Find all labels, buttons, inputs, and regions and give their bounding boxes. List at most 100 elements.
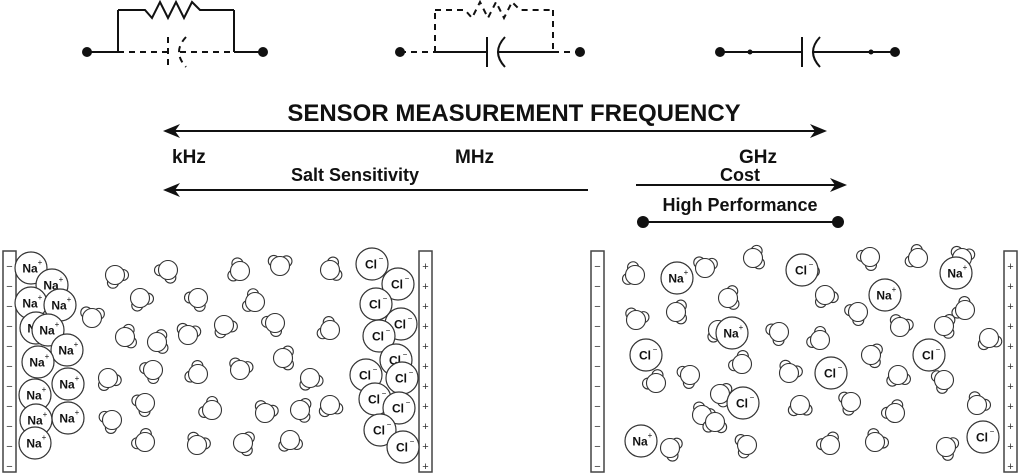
oxygen-atom bbox=[81, 307, 103, 329]
chloride-ion: Cl− bbox=[912, 338, 946, 372]
oxygen-atom bbox=[254, 402, 276, 424]
sodium-ion: Na+ bbox=[868, 278, 902, 312]
ion-symbol: Cl bbox=[368, 393, 380, 407]
oxygen-atom bbox=[272, 347, 294, 369]
oxygen-atom bbox=[742, 247, 764, 269]
ion-shell bbox=[381, 267, 415, 301]
charge-sign: + bbox=[1007, 381, 1013, 393]
ion-charge: − bbox=[409, 368, 414, 377]
water-molecule bbox=[844, 301, 869, 327]
ion-charge: + bbox=[74, 340, 79, 349]
electrode-plate bbox=[418, 250, 433, 473]
oxygen-atom bbox=[134, 431, 156, 453]
charge-sign: + bbox=[1007, 441, 1013, 453]
water-molecule bbox=[886, 364, 911, 387]
sodium-ion: Na+ bbox=[939, 256, 973, 290]
water-molecule bbox=[717, 285, 740, 310]
cost-label: Cost bbox=[720, 165, 760, 185]
ion-shell bbox=[386, 430, 420, 464]
ion-shell bbox=[785, 253, 819, 287]
ion-symbol: Cl bbox=[922, 349, 934, 363]
ion-shell bbox=[726, 386, 760, 420]
charge-sign: − bbox=[594, 401, 600, 413]
ion-symbol: Cl bbox=[639, 349, 651, 363]
oxygen-atom bbox=[319, 259, 341, 281]
water-molecule bbox=[129, 287, 155, 312]
chloride-ion: Cl− bbox=[359, 287, 393, 321]
charge-sign: − bbox=[594, 321, 600, 333]
ion-charge: − bbox=[838, 363, 843, 372]
water-molecule bbox=[131, 392, 156, 418]
charge-sign: − bbox=[6, 441, 12, 453]
water-molecule bbox=[864, 428, 890, 453]
oxygen-atom bbox=[954, 299, 976, 321]
charge-sign: − bbox=[6, 321, 12, 333]
cost-arrow bbox=[636, 178, 847, 192]
ion-charge: − bbox=[382, 389, 387, 398]
charge-sign: − bbox=[594, 281, 600, 293]
water-molecule bbox=[146, 329, 169, 354]
ion-charge: + bbox=[892, 285, 897, 294]
ion-symbol: Na bbox=[59, 412, 75, 426]
oxygen-atom bbox=[789, 394, 811, 416]
ion-symbol: Cl bbox=[372, 330, 384, 344]
oxygen-atom bbox=[269, 255, 291, 277]
water-molecule bbox=[709, 383, 733, 408]
water-molecule bbox=[319, 256, 343, 281]
oxygen-atom bbox=[142, 359, 164, 381]
ion-shell bbox=[363, 413, 397, 447]
ion-shell bbox=[868, 278, 902, 312]
chloride-ion: Cl− bbox=[363, 413, 397, 447]
arrow-left-head-icon bbox=[163, 183, 180, 197]
low-frequency-panel: −−−−−−−−−−−+++++++++++Na+Na+Na+Na+Na+Na+… bbox=[2, 247, 433, 473]
charge-sign: − bbox=[6, 361, 12, 373]
ion-symbol: Cl bbox=[396, 441, 408, 455]
water-molecule bbox=[98, 409, 123, 434]
charge-sign: − bbox=[594, 441, 600, 453]
capacitor-curved-plate bbox=[497, 36, 506, 68]
charge-sign: − bbox=[594, 361, 600, 373]
water-molecule bbox=[977, 327, 1003, 351]
water-molecule bbox=[186, 431, 211, 456]
charge-sign: − bbox=[6, 401, 12, 413]
ion-symbol: Na bbox=[22, 262, 38, 276]
ion-symbol: Na bbox=[43, 279, 59, 293]
ion-symbol: Cl bbox=[394, 318, 406, 332]
salt-sensitivity-arrow bbox=[163, 183, 588, 197]
oxygen-atom bbox=[319, 394, 341, 416]
frequency-label-khz: kHz bbox=[172, 147, 206, 168]
ion-shell bbox=[362, 319, 396, 353]
water-molecule bbox=[625, 307, 650, 331]
water-molecule bbox=[814, 284, 839, 308]
oxygen-atom bbox=[97, 367, 119, 389]
charge-sign: − bbox=[6, 301, 12, 313]
ion-shell bbox=[624, 424, 658, 458]
ion-charge: − bbox=[410, 437, 415, 446]
oxygen-atom bbox=[177, 324, 199, 346]
water-molecule bbox=[880, 399, 906, 424]
oxygen-atom bbox=[935, 436, 957, 458]
water-molecule bbox=[316, 316, 341, 341]
water-molecule bbox=[241, 288, 266, 313]
mid-frequency-circuit bbox=[395, 0, 585, 68]
water-molecule bbox=[806, 325, 831, 351]
ion-symbol: Na bbox=[668, 272, 684, 286]
ion-shell bbox=[18, 426, 52, 460]
oxygen-atom bbox=[889, 316, 911, 338]
water-molecule bbox=[272, 345, 294, 371]
ion-charge: − bbox=[750, 393, 755, 402]
water-molecule bbox=[114, 323, 137, 349]
ion-shell bbox=[382, 391, 416, 425]
ion-charge: + bbox=[55, 320, 60, 329]
charge-sign: − bbox=[6, 261, 12, 273]
oxygen-atom bbox=[279, 429, 301, 451]
water-molecule bbox=[318, 394, 344, 418]
positive-electrode: +++++++++++ bbox=[1003, 250, 1018, 473]
capacitor-curved-plate bbox=[812, 36, 821, 68]
ion-charge: + bbox=[42, 433, 47, 442]
charge-sign: − bbox=[594, 341, 600, 353]
oxygen-atom bbox=[624, 264, 646, 286]
oxygen-atom bbox=[201, 399, 223, 421]
oxygen-atom bbox=[978, 327, 1000, 349]
oxygen-atom bbox=[187, 363, 209, 385]
